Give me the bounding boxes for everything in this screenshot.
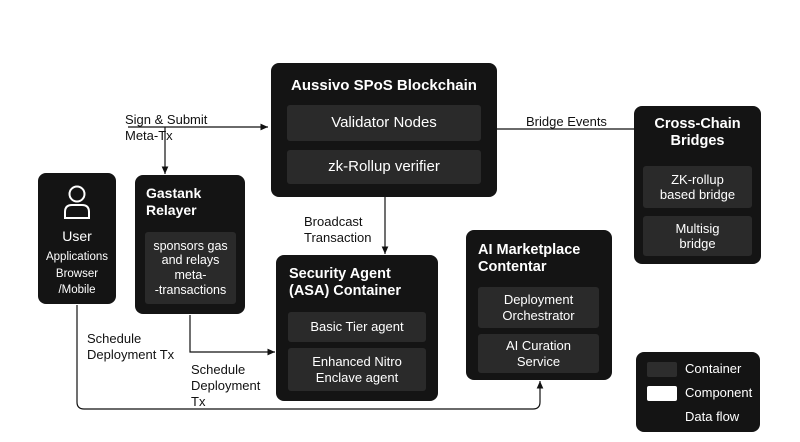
cross-chain-container: Cross-Chain Bridges ZK-rollup based brid…	[634, 106, 761, 264]
nitro-enclave-agent-component: Enhanced Nitro Enclave agent	[288, 348, 426, 391]
schedule-left-label: Schedule Deployment Tx	[87, 331, 175, 362]
gastank-container: Gastank Relayer sponsors gas and relays …	[135, 175, 245, 314]
legend-component-label: Component	[685, 385, 753, 400]
ai-curation-service-component: AI Curation Service	[478, 334, 599, 373]
gastank-title: Gastank Relayer	[146, 185, 202, 218]
broadcast-label: Broadcast Transaction	[304, 214, 372, 245]
sign-submit-label: Sign & Submit Meta-Tx	[125, 112, 208, 143]
gastank-component: sponsors gas and relays meta- -transacti…	[145, 232, 236, 304]
nitro-enclave-agent-label: Enhanced Nitro Enclave agent	[312, 354, 402, 385]
zk-rollup-bridge-label: ZK-rollup based bridge	[659, 171, 736, 202]
user-subtitle: Applications Browser /Mobile	[45, 251, 108, 297]
user-title: User	[62, 228, 92, 244]
security-agent-title: Security Agent (ASA) Container	[289, 266, 401, 300]
user-container: User Applications Browser /Mobile	[38, 173, 116, 304]
arrow-user-to-ai	[76, 305, 544, 410]
legend: Container Component Data flow	[636, 352, 760, 432]
zk-rollup-verifier-label: zk-Rollup verifier	[328, 158, 440, 176]
ai-marketplace-title: AI Marketplace Contentar	[478, 242, 581, 276]
cross-chain-title: Cross-Chain Bridges	[654, 116, 741, 150]
zk-rollup-bridge-component: ZK-rollup based bridge	[643, 166, 752, 208]
gastank-component-label: sponsors gas and relays meta- -transacti…	[153, 238, 228, 297]
multisig-bridge-label: Multisig bridge	[675, 220, 720, 251]
security-agent-container: Security Agent (ASA) Container Basic Tie…	[276, 255, 438, 401]
arrow-gastank-to-asa	[189, 315, 275, 356]
legend-container-swatch	[647, 362, 677, 377]
deployment-orchestrator-label: Deployment Orchestrator	[502, 292, 575, 323]
zk-rollup-verifier-component: zk-Rollup verifier	[287, 150, 481, 184]
legend-container-label: Container	[685, 361, 742, 376]
basic-tier-agent-component: Basic Tier agent	[288, 312, 426, 342]
validator-nodes-component: Validator Nodes	[287, 105, 481, 141]
ai-marketplace-container: AI Marketplace Contentar Deployment Orch…	[466, 230, 612, 380]
blockchain-container: Aussivo SPoS Blockchain Validator Nodes …	[271, 63, 497, 197]
ai-curation-service-label: AI Curation Service	[505, 338, 572, 369]
blockchain-title: Aussivo SPoS Blockchain	[291, 77, 477, 94]
legend-component-swatch	[647, 386, 677, 401]
user-icon	[64, 185, 90, 219]
deployment-orchestrator-component: Deployment Orchestrator	[478, 287, 599, 328]
legend-data-flow-label: Data flow	[685, 409, 740, 424]
bridge-events-label: Bridge Events	[526, 114, 607, 129]
validator-nodes-label: Validator Nodes	[331, 114, 437, 132]
basic-tier-agent-label: Basic Tier agent	[310, 319, 404, 335]
multisig-bridge-component: Multisig bridge	[643, 216, 752, 256]
schedule-mid-label: Schedule Deployment Tx	[191, 362, 261, 409]
